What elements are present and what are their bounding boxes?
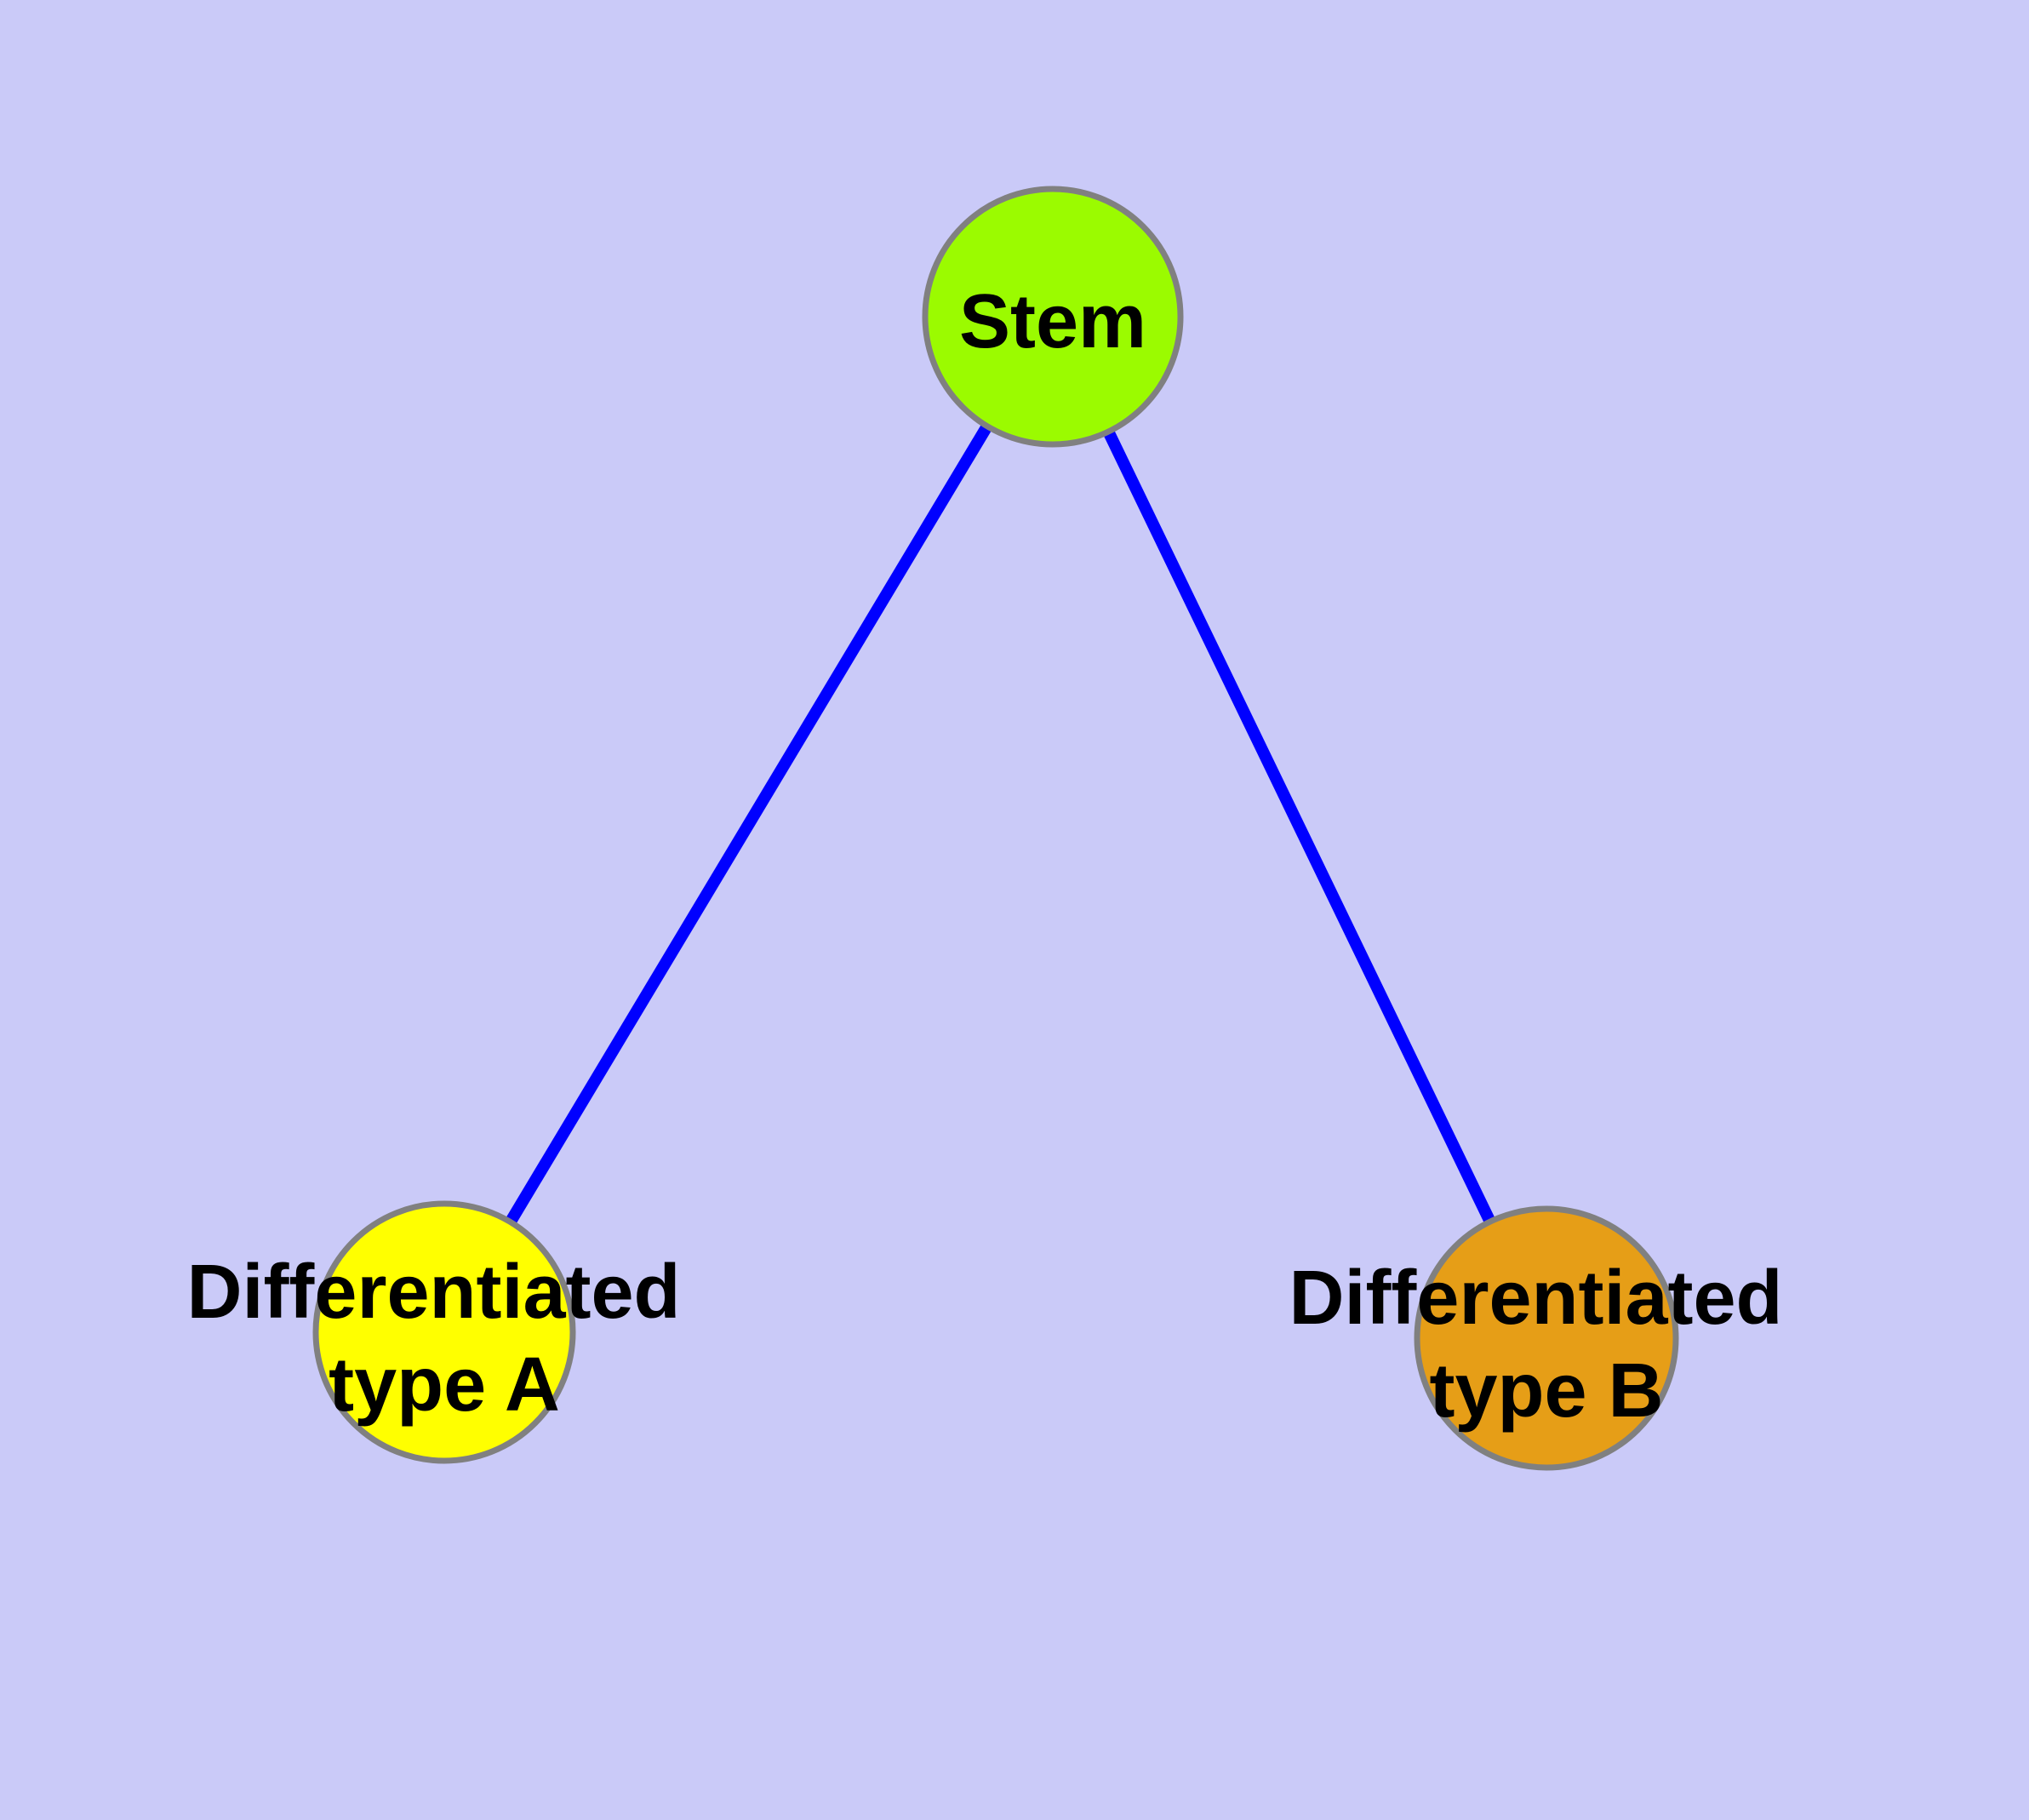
node-differentiated-type-b bbox=[1414, 1205, 1679, 1471]
node-differentiated-type-a bbox=[312, 1200, 576, 1464]
edge-layer bbox=[438, 313, 1552, 1342]
node-stem bbox=[922, 186, 1184, 448]
node-type-b-label: Differentiated type B bbox=[1289, 1256, 1803, 1434]
node-type-b-label-line1: Differentiated bbox=[1289, 1256, 1782, 1341]
edge-stem-to-type-b bbox=[1047, 313, 1552, 1342]
label-layer: Stem Differentiated type A Differentiate… bbox=[186, 279, 1803, 1434]
node-type-a-label-line2: type A bbox=[329, 1342, 560, 1428]
node-stem-label-text: Stem bbox=[959, 279, 1146, 364]
node-stem-label: Stem bbox=[959, 279, 1146, 364]
node-type-a-label-line1: Differentiated bbox=[186, 1250, 680, 1335]
node-type-b-label-line2: type B bbox=[1429, 1348, 1663, 1434]
node-layer bbox=[312, 186, 1679, 1471]
node-type-a-label: Differentiated type A bbox=[186, 1250, 701, 1428]
edge-stem-to-type-a bbox=[438, 313, 1059, 1336]
